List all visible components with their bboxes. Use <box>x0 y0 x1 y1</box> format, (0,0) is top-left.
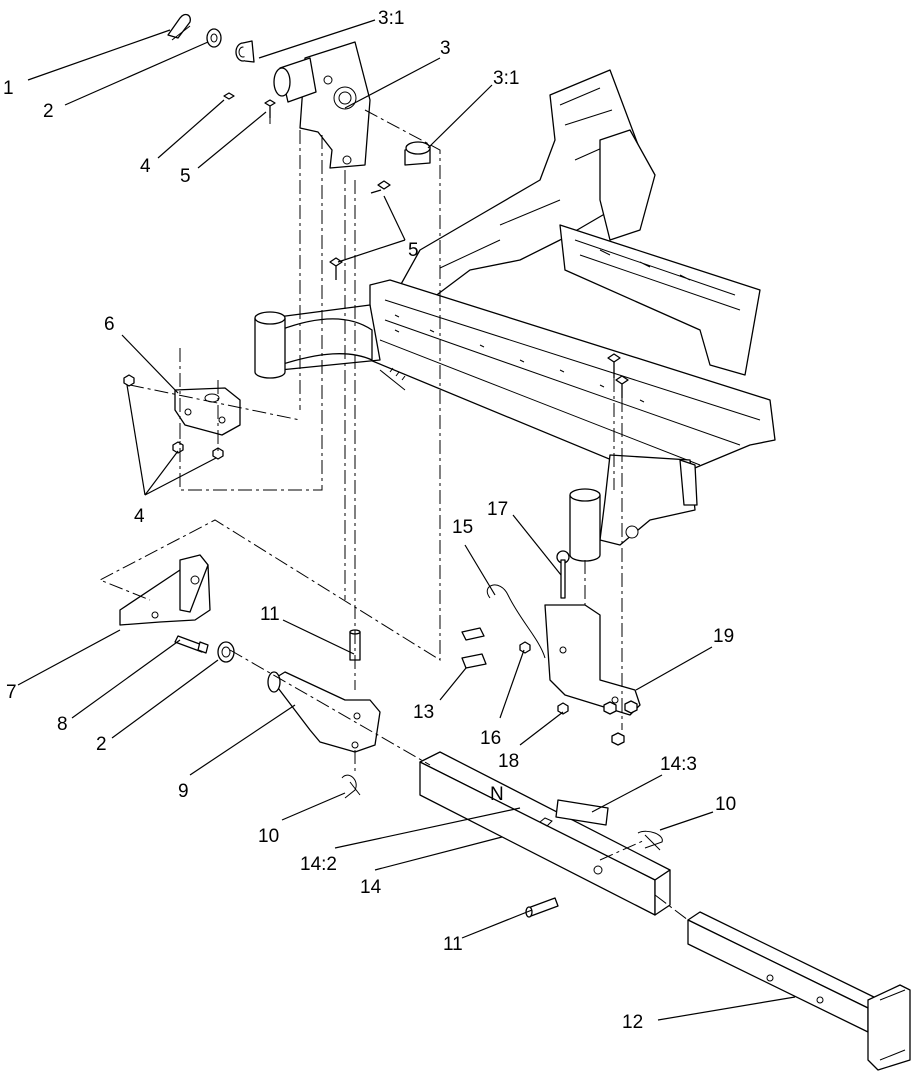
pivot-bracket-3 <box>273 41 371 169</box>
callout-9: 9 <box>178 781 189 802</box>
callout-3: 3 <box>440 38 451 59</box>
callout-19: 19 <box>713 626 734 647</box>
callout-10-right: 10 <box>715 794 736 815</box>
pin-11-lower <box>525 897 559 918</box>
callout-2-lower: 2 <box>96 734 107 755</box>
mower-frame <box>254 69 776 562</box>
callout-3-1-right: 3:1 <box>493 68 519 89</box>
callout-2-top: 2 <box>43 101 54 122</box>
callout-17: 17 <box>487 499 508 520</box>
pivot-arm-9 <box>267 671 381 753</box>
washer-2-lower <box>217 641 235 663</box>
hairpin-10-left <box>341 774 361 799</box>
decal-text: N <box>490 784 504 805</box>
callout-10-left: 10 <box>258 826 279 847</box>
callout-4-lower: 4 <box>134 506 145 527</box>
hitch-extension-12 <box>687 911 911 1071</box>
latch-bracket-19 <box>544 604 641 716</box>
callout-4-top: 4 <box>140 156 151 177</box>
callout-14-3: 14:3 <box>660 754 697 775</box>
callout-5-mid: 5 <box>408 240 419 261</box>
callout-3-1-top: 3:1 <box>378 8 404 29</box>
callout-11-upper: 11 <box>260 604 280 625</box>
pads-13 <box>461 627 487 669</box>
bolt-8 <box>174 635 209 654</box>
hitch-tube-14 <box>419 751 671 916</box>
hairpin-cotter-1 <box>167 13 191 41</box>
callout-7: 7 <box>6 682 17 703</box>
callout-5-top: 5 <box>180 166 191 187</box>
callout-14: 14 <box>360 877 382 898</box>
callout-16: 16 <box>480 728 501 749</box>
screw-18 <box>557 702 569 715</box>
leader-lines <box>17 19 796 1021</box>
callout-8: 8 <box>57 714 68 735</box>
decal-14-2: N <box>490 784 504 805</box>
callout-15: 15 <box>452 517 473 538</box>
lynch-pin-17 <box>556 550 570 599</box>
bolts-right-rear <box>607 353 629 746</box>
bushing-3-1-top <box>235 40 255 63</box>
callout-1: 1 <box>3 78 14 99</box>
nut-16 <box>519 641 531 654</box>
lanyard-15 <box>486 584 546 659</box>
bushing-3-1-right <box>404 141 431 166</box>
callout-12: 12 <box>622 1012 643 1033</box>
callout-14-2: 14:2 <box>300 854 337 875</box>
callout-labels: 1 2 3:1 3 3:1 4 5 5 6 4 7 8 2 9 11 10 15… <box>3 8 736 1033</box>
decal-14-3 <box>555 799 609 826</box>
washer-2-top <box>206 28 222 48</box>
alignment-lines <box>98 109 689 921</box>
bracket-7 <box>119 554 211 626</box>
bolt-5-group <box>223 92 391 280</box>
callout-18: 18 <box>498 751 519 772</box>
callout-11-lower: 11 <box>443 934 463 955</box>
callout-6: 6 <box>104 314 115 335</box>
hairpin-10-right <box>637 830 663 851</box>
callout-13: 13 <box>413 702 434 723</box>
bracket-6 <box>174 387 241 436</box>
